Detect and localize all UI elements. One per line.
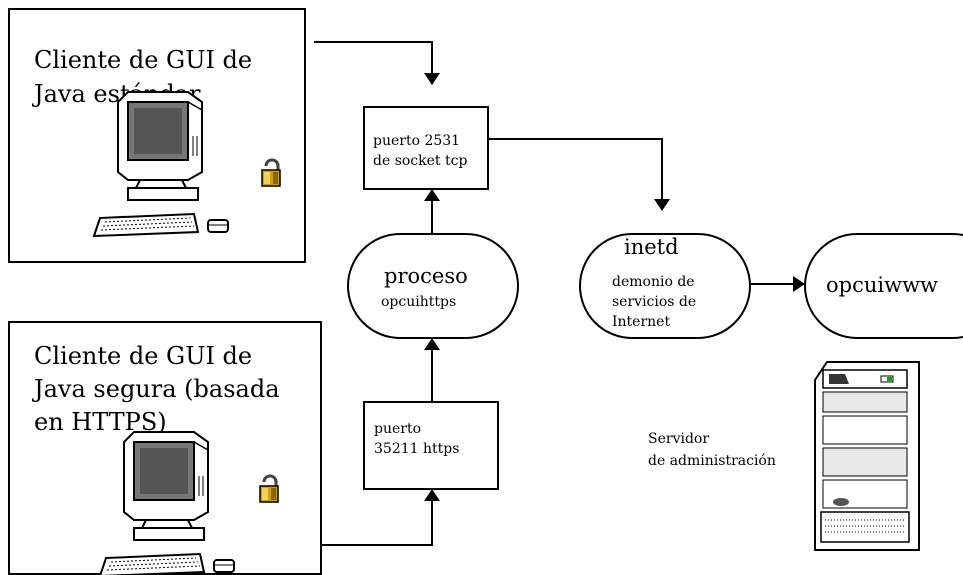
process-subtitle: opcuihttps [381, 294, 456, 310]
inetd-desc-3: Internet [612, 314, 670, 330]
server-label-1: Servidor [648, 431, 709, 447]
inetd-node [579, 233, 751, 339]
client-secure-label-2: Java segura (basada [31, 375, 280, 403]
inetd-desc-2: servicios de [612, 294, 696, 310]
inetd-desc-1: demonio de [612, 274, 695, 290]
client-secure-label-1: Cliente de GUI de [34, 342, 252, 370]
port-tcp-line-2: de socket tcp [373, 153, 467, 169]
inetd-title: inetd [624, 235, 679, 259]
arrow-icon [488, 138, 670, 211]
client-standard-label-1: Cliente de GUI de [34, 46, 252, 74]
opcuiwww-node [804, 233, 963, 339]
arrow-icon [322, 489, 440, 546]
process-title: proceso [384, 264, 468, 288]
opcuiwww-title: opcuiwww [826, 273, 938, 297]
port-tcp-box [363, 106, 489, 190]
server-label-2: de administración [648, 453, 776, 469]
port-https-line-1: puerto [374, 421, 421, 437]
port-https-line-2: 35211 https [374, 441, 459, 457]
server-icon [814, 361, 920, 551]
arrow-icon [314, 41, 440, 85]
port-tcp-line-1: puerto 2531 [373, 133, 460, 149]
